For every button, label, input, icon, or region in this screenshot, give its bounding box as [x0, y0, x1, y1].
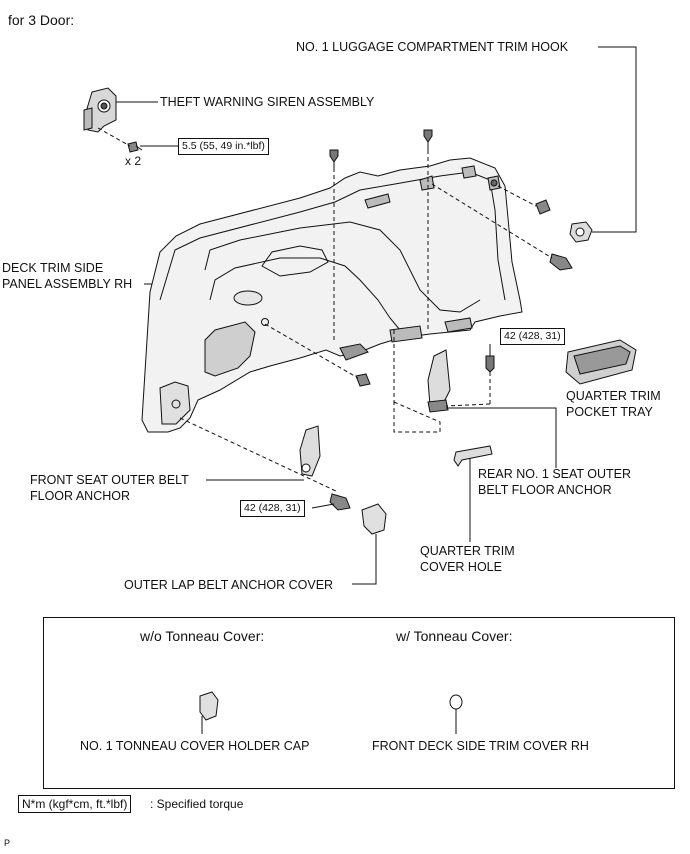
inset-title-left: w/o Tonneau Cover:: [140, 628, 265, 644]
quarter-trim-cover-hole: [453, 445, 493, 467]
clip-top-center: [423, 129, 433, 150]
deck-side-trim-cover: [449, 694, 463, 734]
outer-lap-belt-anchor-cover: [361, 503, 387, 535]
label-rear-anchor-1: REAR NO. 1 SEAT OUTER: [478, 467, 632, 481]
clip-top-left: [329, 149, 339, 168]
screw-right-upper: [535, 199, 551, 215]
corner-mark: P: [4, 838, 11, 848]
rear-belt-anchor: [427, 349, 451, 413]
tonneau-holder-cap: [199, 691, 219, 734]
siren-bolt: [127, 141, 143, 153]
screw-lower-center: [355, 373, 371, 387]
label-pocket-1: QUARTER TRIM: [566, 389, 661, 403]
torque-legend-unit: N*m (kgf*cm, ft.*lbf): [18, 795, 132, 813]
rear-anchor-bolt: [485, 355, 495, 373]
tonneau-inset-box: [43, 617, 675, 789]
label-deck-side-trim-cover: FRONT DECK SIDE TRIM COVER RH: [372, 739, 589, 753]
label-tonneau-holder-cap: NO. 1 TONNEAU COVER HOLDER CAP: [80, 739, 310, 753]
label-qty: x 2: [125, 154, 142, 168]
label-rear-anchor-2: BELT FLOOR ANCHOR: [478, 483, 612, 497]
luggage-trim-hook: [569, 221, 593, 243]
label-deck-trim-1: DECK TRIM SIDE: [2, 261, 104, 275]
label-lap-cover: OUTER LAP BELT ANCHOR COVER: [124, 578, 334, 592]
torque-legend-text: : Specified torque: [150, 797, 244, 811]
theft-warning-siren: [83, 87, 117, 133]
front-anchor-bolt: [329, 493, 351, 511]
label-luggage-hook: NO. 1 LUGGAGE COMPARTMENT TRIM HOOK: [296, 40, 569, 54]
deck-trim-panel: [141, 157, 523, 433]
page-heading: for 3 Door:: [8, 12, 75, 28]
label-front-anchor-1: FRONT SEAT OUTER BELT: [30, 473, 189, 487]
label-pocket-2: POCKET TRAY: [566, 405, 653, 419]
label-cover-hole-2: COVER HOLE: [420, 560, 502, 574]
label-cover-hole-1: QUARTER TRIM: [420, 544, 515, 558]
inset-title-right: w/ Tonneau Cover:: [396, 628, 513, 644]
screw-right-lower: [549, 253, 573, 271]
label-deck-trim-2: PANEL ASSEMBLY RH: [2, 277, 133, 291]
torque-front-anchor-bolt: 42 (428, 31): [240, 500, 305, 517]
front-belt-anchor: [299, 425, 321, 477]
torque-rear-anchor-bolt: 42 (428, 31): [500, 328, 565, 345]
label-front-anchor-2: FLOOR ANCHOR: [30, 489, 131, 503]
label-siren: THEFT WARNING SIREN ASSEMBLY: [160, 95, 375, 109]
quarter-trim-pocket-tray: [565, 339, 637, 385]
torque-siren-bolt: 5.5 (55, 49 in.*lbf): [178, 138, 269, 155]
